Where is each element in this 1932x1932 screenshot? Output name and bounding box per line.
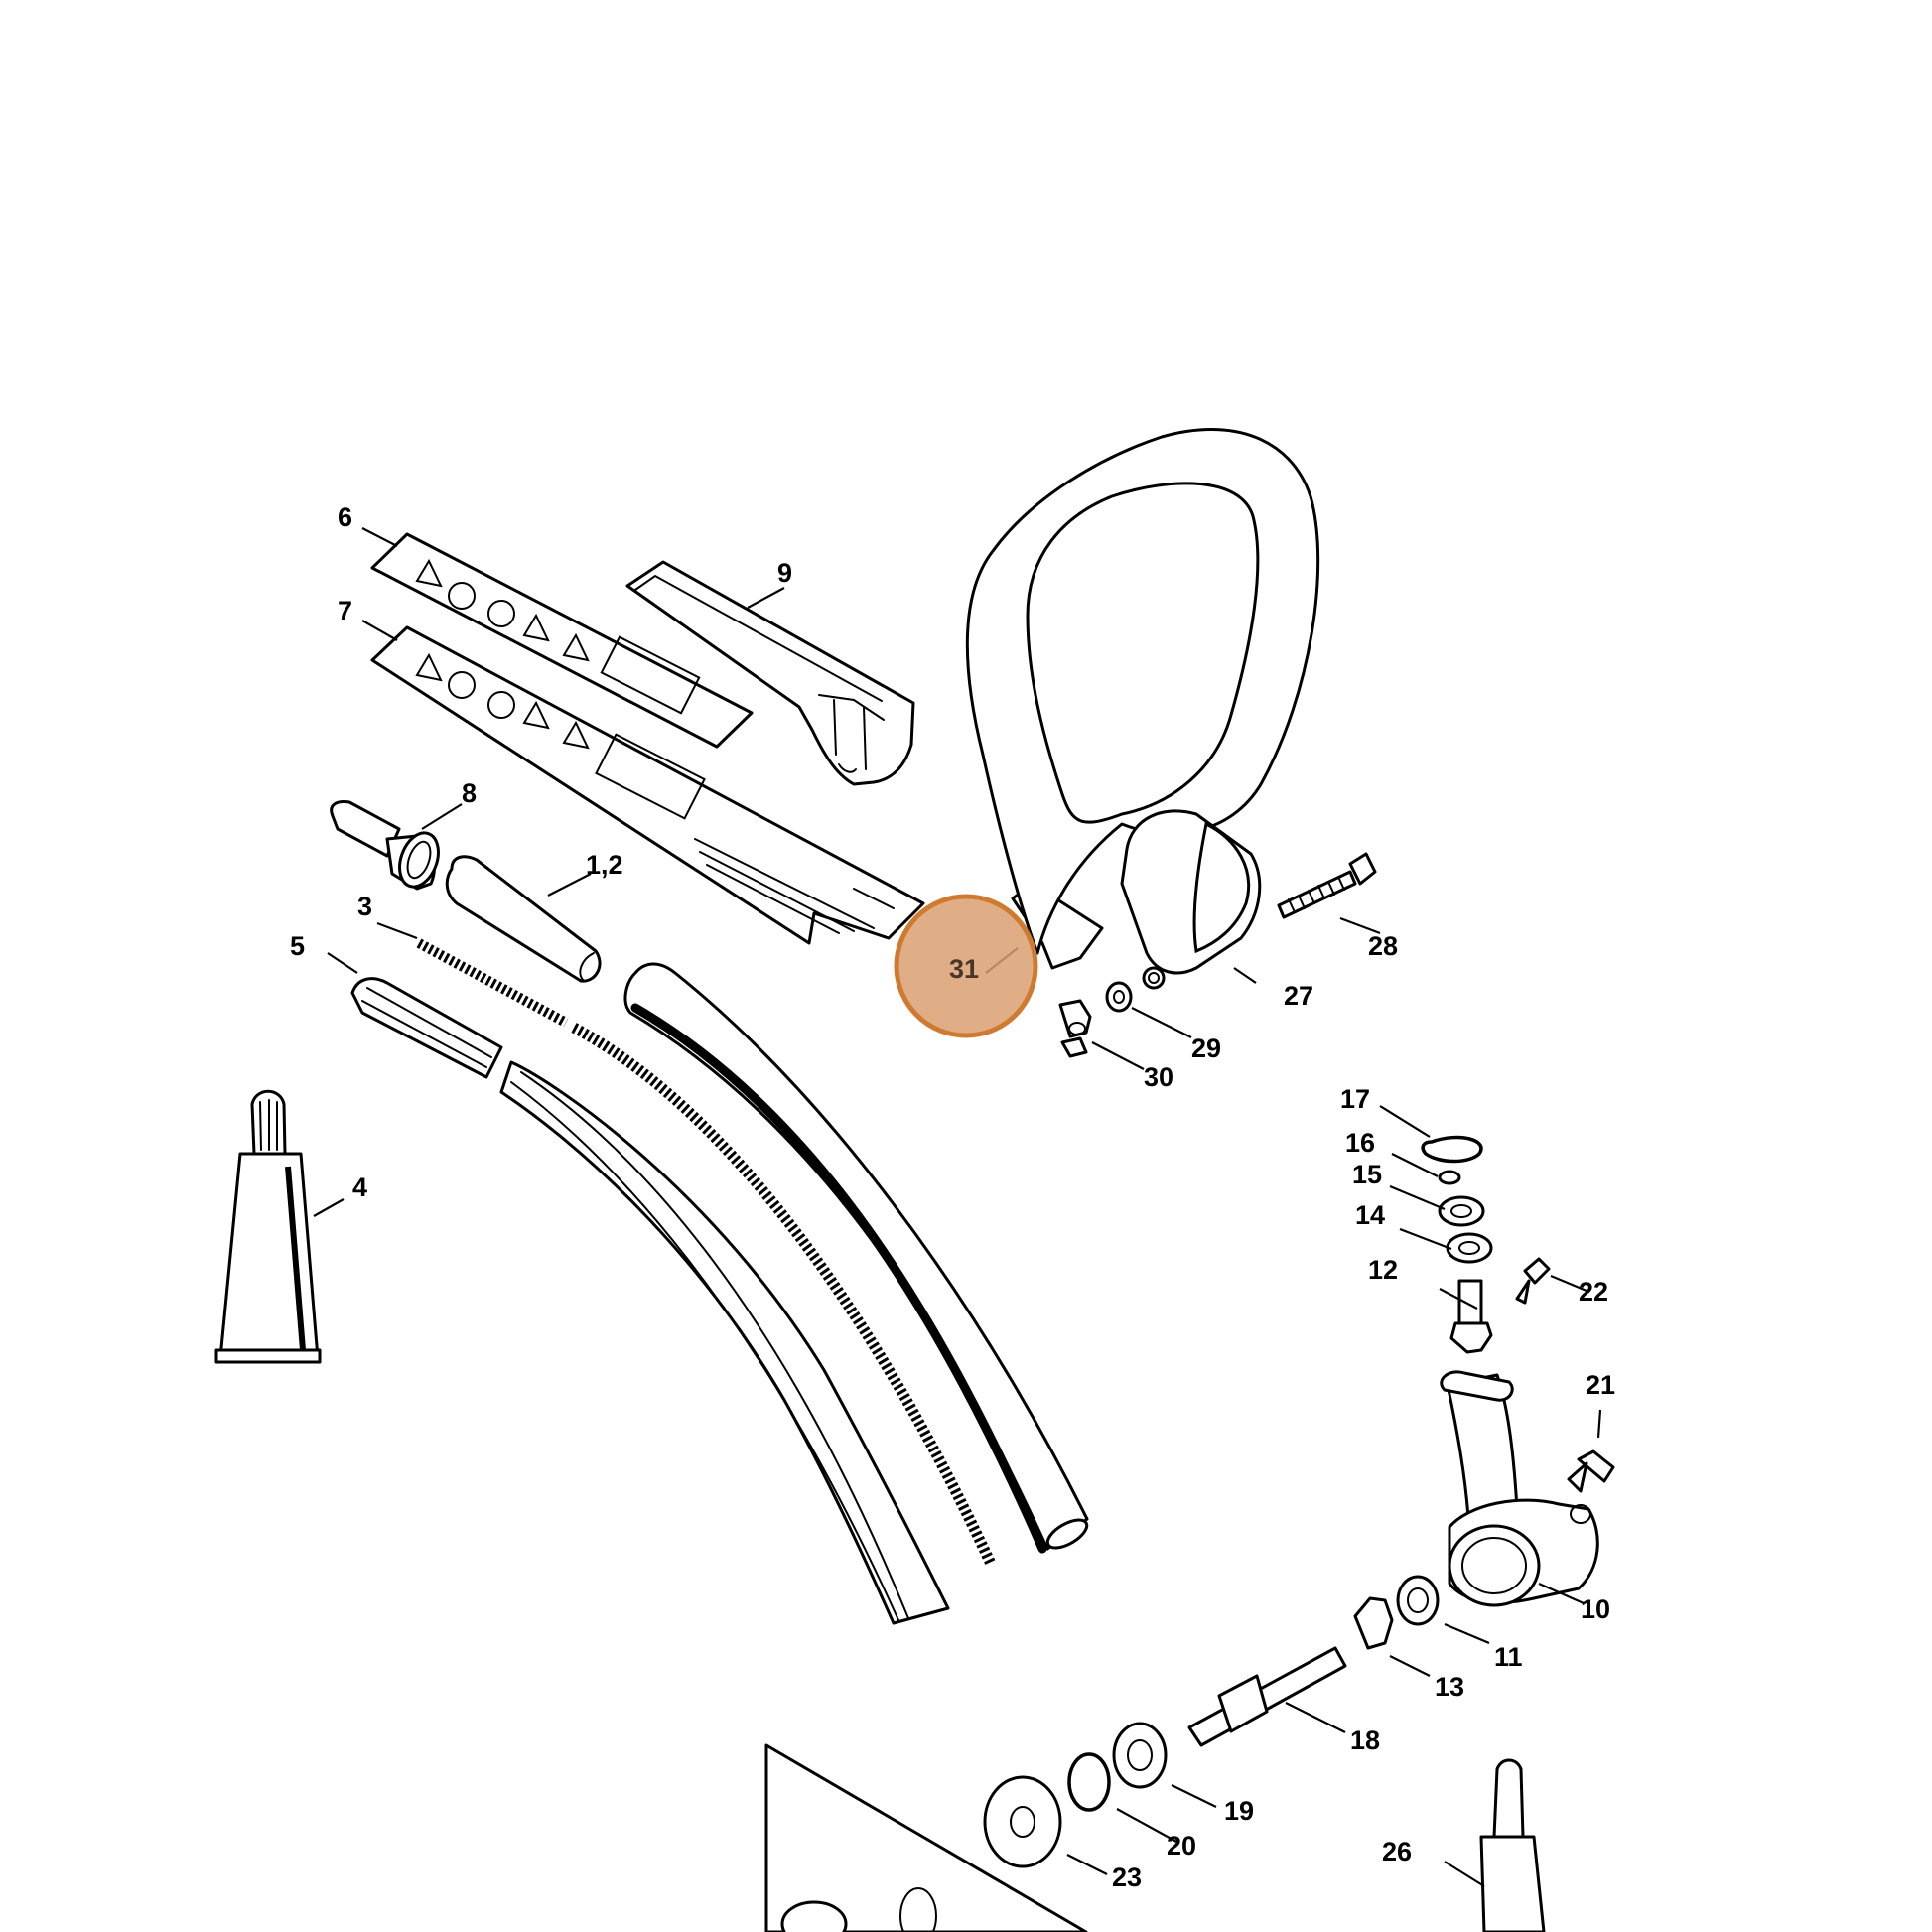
- callout-7[interactable]: 7: [338, 596, 352, 625]
- part-9-guard[interactable]: [625, 560, 915, 786]
- highlight-circle[interactable]: [894, 894, 1038, 1038]
- callout-5[interactable]: 5: [290, 931, 305, 961]
- callout-10[interactable]: 10: [1581, 1594, 1610, 1624]
- callout-14[interactable]: 14: [1355, 1200, 1385, 1230]
- part-5-liner[interactable]: [350, 977, 950, 1625]
- callout-23[interactable]: 23: [1112, 1863, 1142, 1892]
- callout-28[interactable]: 28: [1368, 931, 1398, 961]
- callout-29[interactable]: 29: [1191, 1034, 1221, 1063]
- part-17-snap-ring[interactable]: [1421, 1135, 1483, 1164]
- callout-17[interactable]: 17: [1340, 1084, 1370, 1114]
- callout-31[interactable]: 31: [949, 954, 979, 984]
- callout-13[interactable]: 13: [1435, 1672, 1464, 1702]
- part-4-grease-tube[interactable]: [214, 1089, 322, 1364]
- callout-26[interactable]: 26: [1382, 1837, 1412, 1866]
- callout-labels: 6 7 9 8 1,2 3 5 4 28 27 29 30 17 16 15 1…: [290, 502, 1615, 1892]
- callout-18[interactable]: 18: [1350, 1725, 1380, 1755]
- part-30-wing-nut[interactable]: [1058, 999, 1092, 1058]
- callout-16[interactable]: 16: [1345, 1128, 1375, 1158]
- part-8-bushing[interactable]: [330, 800, 446, 893]
- callout-4[interactable]: 4: [352, 1173, 367, 1202]
- callout-3[interactable]: 3: [357, 892, 372, 921]
- callout-19[interactable]: 19: [1224, 1796, 1254, 1826]
- part-3-drive-shaft[interactable]: [416, 938, 996, 1567]
- part-16-circlip[interactable]: [1438, 1170, 1461, 1185]
- part-12-pinion[interactable]: [1449, 1279, 1493, 1354]
- part-15-bearing[interactable]: [1438, 1195, 1485, 1227]
- part-1-2-shaft-tube-upper[interactable]: [445, 855, 602, 983]
- callout-21[interactable]: 21: [1586, 1370, 1615, 1400]
- callout-1-2[interactable]: 1,2: [586, 850, 623, 880]
- part-18-spindle[interactable]: [1187, 1646, 1347, 1747]
- part-21-screw[interactable]: [1567, 1449, 1615, 1493]
- callout-20[interactable]: 20: [1167, 1831, 1196, 1861]
- callout-22[interactable]: 22: [1579, 1277, 1608, 1307]
- blade[interactable]: [764, 1743, 1088, 1932]
- part-1-2-shaft-tube-lower[interactable]: [623, 962, 1091, 1554]
- part-22-screw[interactable]: [1515, 1257, 1551, 1305]
- callout-12[interactable]: 12: [1368, 1255, 1398, 1285]
- part-28-bolt[interactable]: [1277, 852, 1377, 919]
- part-29-washer[interactable]: [1105, 981, 1133, 1013]
- part-7-warning-label[interactable]: [370, 625, 925, 945]
- callout-11[interactable]: 11: [1494, 1642, 1523, 1672]
- callout-15[interactable]: 15: [1352, 1160, 1382, 1189]
- part-27-loop-handle[interactable]: [965, 428, 1320, 990]
- leader-lines: [313, 527, 1602, 1887]
- part-10-gear-housing[interactable]: [1440, 1370, 1599, 1607]
- part-20-circlip[interactable]: [1067, 1752, 1111, 1812]
- part-14-bearing[interactable]: [1446, 1232, 1493, 1264]
- callout-6[interactable]: 6: [338, 502, 352, 532]
- callout-30[interactable]: 30: [1144, 1062, 1173, 1092]
- callout-8[interactable]: 8: [462, 778, 477, 808]
- callout-27[interactable]: 27: [1284, 981, 1313, 1011]
- part-19-bearing[interactable]: [1112, 1722, 1168, 1789]
- part-11-bearing[interactable]: [1396, 1575, 1440, 1626]
- part-23-thrust-collar[interactable]: [983, 1775, 1062, 1868]
- part-13-bevel-gear[interactable]: [1353, 1596, 1394, 1650]
- part-26-grease-tube[interactable]: [1479, 1758, 1546, 1932]
- callout-9[interactable]: 9: [777, 558, 792, 588]
- highlight-callout-31[interactable]: 31: [894, 894, 1038, 1038]
